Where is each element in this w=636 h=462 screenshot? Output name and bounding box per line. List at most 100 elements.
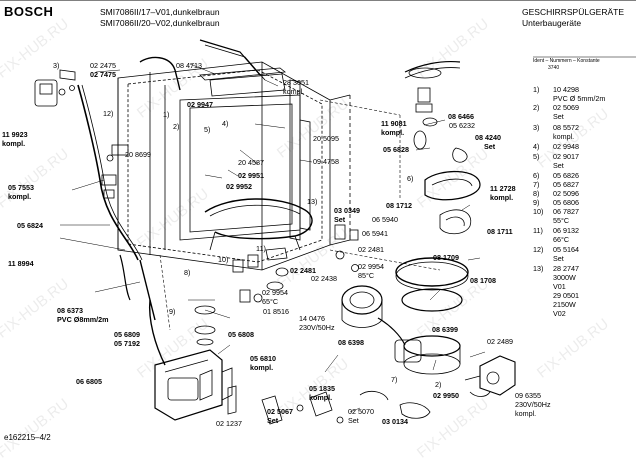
softener-hose xyxy=(148,299,216,366)
part-label: 65°C xyxy=(262,297,279,306)
legend-ref: 6) xyxy=(533,171,540,180)
part-label: 02 9951 xyxy=(238,171,264,180)
sump-housing xyxy=(154,349,233,421)
legend-value: 05 6806 xyxy=(553,198,579,207)
part-label: kompl. xyxy=(309,393,333,402)
circulation-pump xyxy=(341,285,422,363)
callout-number: 1) xyxy=(163,110,170,119)
legend-ref: 4) xyxy=(533,142,540,151)
part-label: 06 5941 xyxy=(362,229,388,238)
part-label: 14 0476 xyxy=(299,314,325,323)
legend-value: 05 5164 xyxy=(553,245,579,254)
part-label: 02 7475 xyxy=(90,70,116,79)
legend-value: 06 9132 xyxy=(553,226,579,235)
part-label: 05 6232 xyxy=(449,121,475,130)
part-label: 11 2728 xyxy=(490,184,516,193)
legend-ref: 1) xyxy=(533,85,540,94)
tub-body xyxy=(117,61,351,271)
legend-value: 05 6826 xyxy=(553,171,579,180)
part-label: 230V/50Hz xyxy=(515,400,551,409)
heater-element xyxy=(204,198,313,251)
part-label: 05 6809 xyxy=(114,330,140,339)
part-label: 08 4240 xyxy=(475,133,501,142)
part-label: 03 0349 xyxy=(334,206,360,215)
part-label: 09 4758 xyxy=(313,157,339,166)
part-label: 11 8994 xyxy=(8,259,34,268)
part-label: 02 2481 xyxy=(290,266,316,275)
legend-value: V01 xyxy=(553,282,566,291)
part-label: 08 6466 xyxy=(448,112,474,121)
callout-number: 3) xyxy=(53,61,60,70)
part-label: 08 1711 xyxy=(487,227,513,236)
part-label: 05 6824 xyxy=(17,221,43,230)
legend-value: 02 9948 xyxy=(553,142,579,151)
inlet-valve xyxy=(34,69,76,107)
part-label: kompl. xyxy=(490,193,514,202)
legend-value: 2150W xyxy=(553,300,576,309)
legend-value: 02 5069 xyxy=(553,103,579,112)
legend-ref: 12) xyxy=(533,245,544,254)
callout-number: 10) xyxy=(218,255,229,264)
part-label: 05 6810 xyxy=(250,354,276,363)
legend-ref: 7) xyxy=(533,180,540,189)
mounting-clips xyxy=(101,144,129,199)
legend-value: 29 0501 xyxy=(553,291,579,300)
part-leaders xyxy=(59,63,486,413)
legend-value: 3000W xyxy=(553,273,576,282)
part-label: 20 4587 xyxy=(238,158,264,167)
part-label: Set xyxy=(334,215,346,224)
part-label: 08 6373 xyxy=(57,306,83,315)
callout-number: 4) xyxy=(222,119,229,128)
part-label: 230V/50Hz xyxy=(299,323,335,332)
bottom-brackets xyxy=(227,385,431,425)
callout-number: 9) xyxy=(169,307,176,316)
part-label: 28 3051 xyxy=(283,78,309,87)
category-subtitle: Unterbaugeräte xyxy=(522,18,582,28)
part-label: Set xyxy=(267,416,279,425)
lower-spray-arm xyxy=(424,170,481,235)
part-label: 08 1709 xyxy=(433,253,459,262)
part-label: 09 6355 xyxy=(515,391,541,400)
legend-ref: 9) xyxy=(533,198,540,207)
part-label: 02 9954 xyxy=(358,262,384,271)
part-label: kompl. xyxy=(8,192,32,201)
legend-ref: 3) xyxy=(533,123,540,132)
part-label: kompl. xyxy=(381,128,405,137)
part-label: 08 1712 xyxy=(386,201,412,210)
part-label: Set xyxy=(484,142,496,151)
part-label: 02 2489 xyxy=(487,337,513,346)
part-label: 20 5095 xyxy=(313,134,339,143)
legend-value: 28 2747 xyxy=(553,264,579,273)
legend-value: V02 xyxy=(553,309,566,318)
callout-number: 6) xyxy=(407,174,414,183)
part-label: 05 7553 xyxy=(8,183,34,192)
legend-value: 08 5572 xyxy=(553,123,579,132)
small-parts xyxy=(232,224,359,303)
model-line-1: SMI7086II/17–V01,dunkelbraun xyxy=(100,7,220,17)
part-label: 02 2475 xyxy=(90,61,116,70)
part-label: kompl. xyxy=(283,87,305,96)
part-label: PVC Ø8mm/2m xyxy=(57,315,109,324)
legend-value: 66°C xyxy=(553,235,570,244)
callout-number: 2) xyxy=(173,122,180,131)
part-label: 02 2481 xyxy=(358,245,384,254)
legend-value: 02 9017 xyxy=(553,152,579,161)
part-label: 02 5067 xyxy=(267,407,293,416)
legend-ref: 10) xyxy=(533,207,544,216)
category-title: GESCHIRRSPÜLGERÄTE xyxy=(522,7,625,17)
part-label: 08 6398 xyxy=(338,338,364,347)
part-label: 05 7192 xyxy=(114,339,140,348)
callout-number: 7) xyxy=(391,375,398,384)
legend-value: 05 6827 xyxy=(553,180,579,189)
part-label: 02 2438 xyxy=(311,274,337,283)
part-label: 03 0134 xyxy=(382,417,408,426)
part-label: kompl. xyxy=(515,409,537,418)
part-label: Set xyxy=(348,416,359,425)
part-label: 02 9952 xyxy=(226,182,252,191)
legend-value: 06 7827 xyxy=(553,207,579,216)
part-label: 06 6805 xyxy=(76,377,102,386)
legend-value: Set xyxy=(553,112,564,121)
part-label: 08 1708 xyxy=(470,276,496,285)
callout-number: 12) xyxy=(103,109,114,118)
legend-value: 55°C xyxy=(553,216,570,225)
